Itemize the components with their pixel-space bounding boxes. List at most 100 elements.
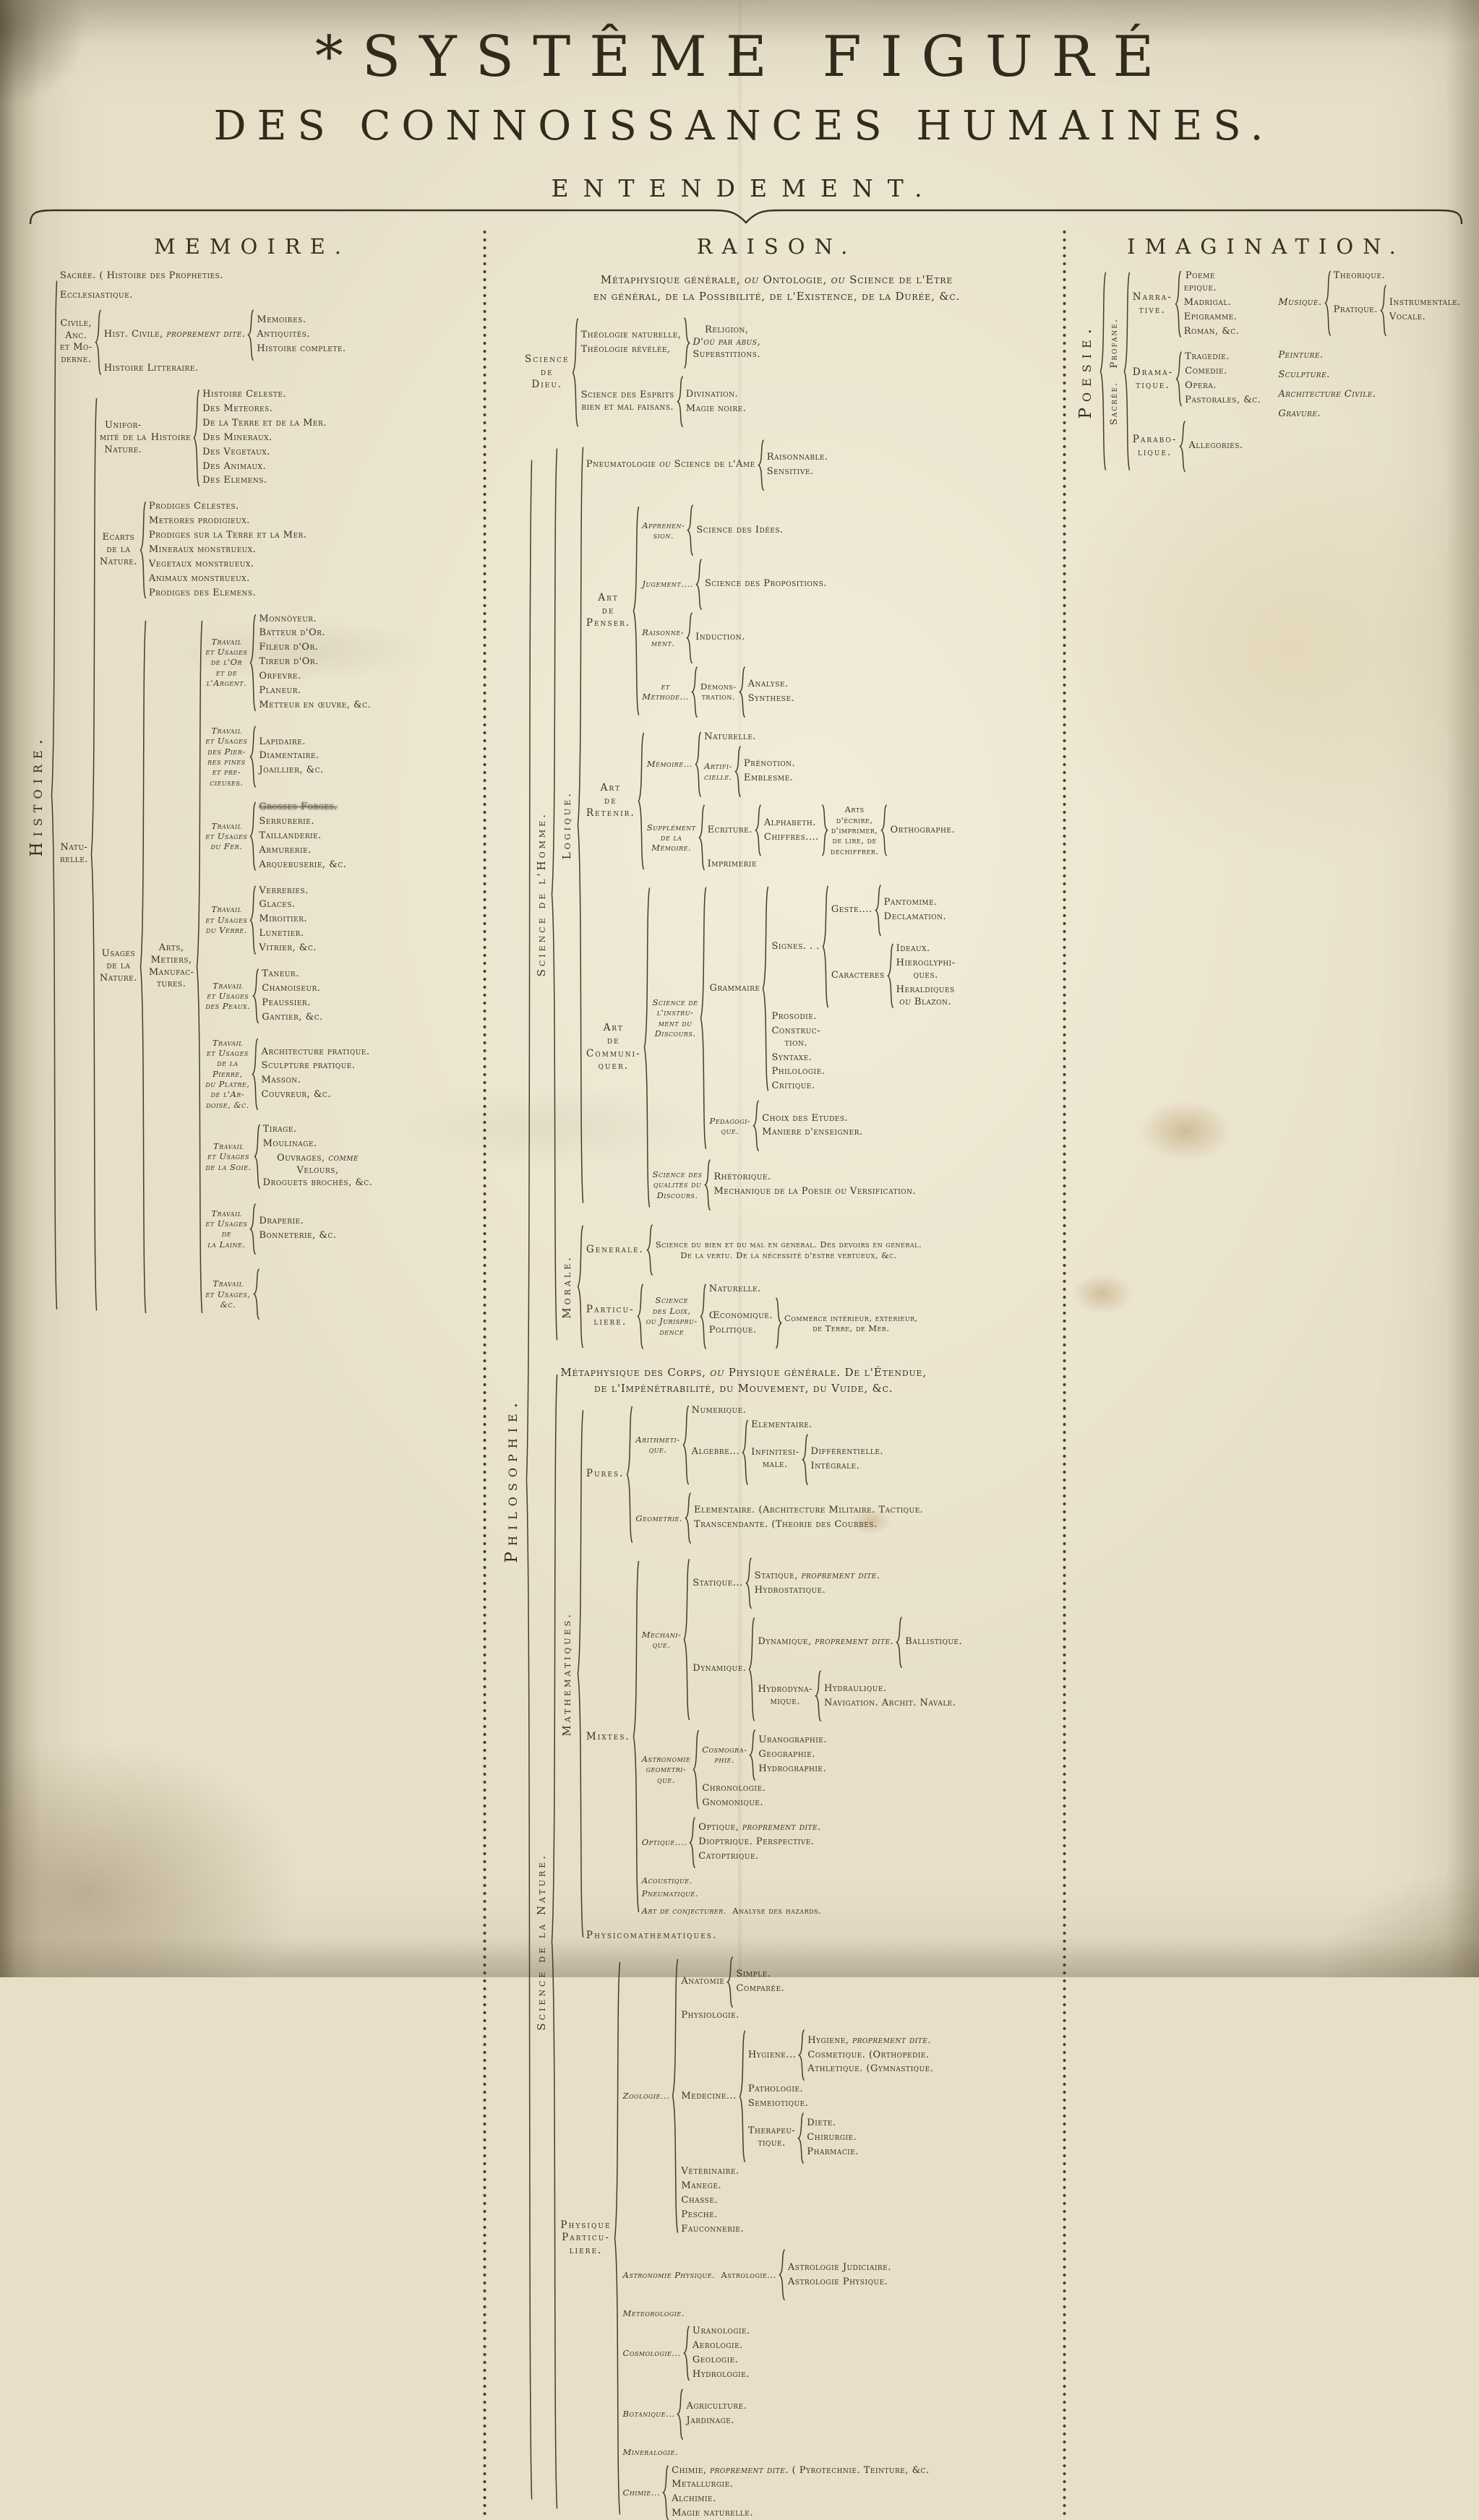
tree-label: Travail et Usages, &c.: [205, 1278, 251, 1310]
tree-node: Declamation.: [882, 911, 949, 924]
tree-label: Sensitive.: [766, 466, 814, 478]
tree-node: Chimie, proprement dite. ( Pyrotechnie. …: [669, 2465, 932, 2477]
tree-label: Tireur d'Or.: [259, 656, 319, 668]
tree-label: Science des Esprits bien et mal faisans.: [580, 390, 674, 413]
tree-node: Philologie.: [769, 1066, 957, 1078]
tree-node: Pharmacie.: [805, 2146, 861, 2159]
tree-node: Pastorales, &c.: [1183, 395, 1263, 407]
tree-node: Peinture.: [1276, 350, 1462, 362]
tree-node: Infinitesi- male.Différentielle.Intégral…: [749, 1434, 886, 1485]
tree-node: Geologie.: [690, 2355, 753, 2367]
tree-node: Navigation. Archit. Navale.: [822, 1698, 958, 1710]
tree-label: Statique, proprement dite.: [754, 1570, 880, 1581]
tree-node: Science des qualités du Discours.Rhétori…: [651, 1159, 958, 1210]
tree-label: Medecine...: [681, 2090, 737, 2102]
tree-label: Aerologie.: [692, 2340, 743, 2352]
tree-label: Hydrographie.: [758, 1763, 827, 1774]
opening-brace: [698, 804, 706, 871]
tree-branch-group: Verreries.Glaces.Miroitier.Lunetier.Vitr…: [257, 885, 318, 955]
tree-label: Artifi- cielle.: [704, 761, 732, 782]
tree-label: Travail et Usages de l'Or et de l'Argent…: [205, 636, 248, 689]
tree-label: Allegories.: [1188, 440, 1243, 452]
tree-node: Couvreur, &c.: [259, 1089, 372, 1101]
imagination-column: IMAGINATION. Poesie.Sacrée. Profane.Narr…: [1069, 228, 1463, 2520]
tree-label: Science des Propositions.: [704, 577, 827, 589]
tree-node: Science de l'instru- ment du Discours.Gr…: [651, 885, 958, 1152]
tree-node: Divination.: [684, 389, 749, 401]
tree-node: Parabo- lique.Allegories.: [1131, 421, 1264, 472]
tree-label: Heraldiques ou Blazon.: [896, 984, 955, 1008]
tree-branch-group: Induction.: [693, 632, 747, 644]
opening-brace: [802, 1434, 809, 1485]
tree-label: Elementaire.: [751, 1419, 813, 1430]
tree-node: Pratique.Instrumentale.Vocale.: [1332, 285, 1463, 336]
tree-branch-group: Œconomique.Politique.: [707, 1310, 775, 1337]
tree-branch-group: Hygiene, proprement dite.Cosmetique. (Or…: [805, 2035, 935, 2076]
tree-node: Cosmogra- phie.Uranographie.Geographie.H…: [700, 1729, 829, 1781]
tree-branch-group: Geste....Pantomime.Declamation.Caractere…: [829, 885, 958, 1009]
tree-label: Taneur.: [262, 968, 299, 979]
tree-node: De la Terre et de la Mer.: [200, 418, 329, 430]
opening-brace: [90, 389, 98, 1320]
tree-node: Elementaire. (Architecture Militaire. Ta…: [692, 1505, 925, 1517]
tree-label: Taillanderie.: [259, 830, 322, 841]
tree-node: Ecriture.Alphabeth.Chiffres....Arts d'éc…: [706, 804, 957, 856]
tree-label: Pedagogi- que.: [709, 1115, 751, 1136]
tree-node: Orthographe.: [888, 825, 957, 837]
tree-node: Histoire complete.: [254, 343, 348, 356]
tree-label: Antiquités.: [257, 329, 310, 340]
tree-label: Planeur.: [259, 685, 301, 697]
tree-label: Animaux monstrueux.: [148, 572, 250, 584]
tree-label: Prodiges Celestes.: [148, 501, 239, 512]
tree-label: Œconomique.: [708, 1310, 773, 1321]
opening-brace: [700, 885, 707, 1152]
tree-label: Athletique. (Gymnastique.: [807, 2063, 934, 2075]
tree-node: Taneur.: [260, 968, 325, 981]
tree-node: Mechanique de la Poesie ou Versification…: [711, 1186, 918, 1198]
opening-brace: [1380, 285, 1387, 336]
tree-branch-group: Signes. . .Geste....Pantomime.Declamatio…: [769, 885, 957, 1093]
tree-label: Geometrie.: [635, 1513, 683, 1523]
tree-node: Œconomique.: [707, 1310, 775, 1323]
tree-node: Pathologie.: [746, 2083, 935, 2096]
opening-brace: [689, 1817, 696, 1868]
morale-branch: Morale.Generale.Science du bien et du ma…: [558, 1224, 957, 1349]
entendement-heading: ENTENDEMENT.: [551, 174, 937, 202]
tree-node: Prodiges sur la Terre et la Mer.: [147, 530, 309, 542]
opening-brace: [249, 1203, 257, 1255]
tree-label: Arquebuserie, &c.: [259, 859, 347, 870]
tree-label: Art de Retenir.: [586, 782, 635, 820]
tree-node: Pesche.: [679, 2209, 935, 2222]
tree-node: Histoire Celeste.: [200, 389, 329, 401]
opening-brace: [734, 746, 742, 797]
opening-brace: [638, 731, 645, 871]
tree-node: Monnôyeur.: [257, 614, 373, 626]
tree-label: Histoire complete.: [257, 343, 346, 354]
tree-node: Hydrographie.: [756, 1763, 829, 1776]
tree-node: Statique, proprement dite.: [753, 1570, 883, 1583]
tree-label: Cosmetique. (Orthopedie.: [807, 2049, 930, 2060]
tree-label: Différentielle.: [810, 1445, 884, 1457]
tree-node: Alphabeth.: [762, 817, 821, 830]
tree-label: Architecture Civile.: [1278, 389, 1376, 400]
tree-node: Batteur d'Or.: [257, 627, 373, 640]
tree-branch-group: Pures.Arithmeti- que.Numerique.Algebre..…: [584, 1405, 964, 1943]
tree-branch-group: Optique, proprement dite.Dioptrique. Per…: [696, 1822, 823, 1863]
tree-label: Analyse.: [747, 678, 789, 689]
tree-label: Science des Loix, ou Jurispru- dence: [646, 1295, 698, 1337]
opening-brace: [662, 2465, 669, 2520]
opening-brace: [140, 614, 147, 1320]
tree-node: Elementaire.: [749, 1419, 886, 1432]
tree-branch-group: Ecriture.Alphabeth.Chiffres....Arts d'éc…: [706, 804, 957, 871]
tree-node: Catoptrique.: [696, 1851, 823, 1863]
tree-node: Gnomonique.: [700, 1797, 829, 1810]
tree-label: Vocale.: [1389, 311, 1426, 323]
tree-node: Ideaux.: [894, 943, 958, 955]
tree-branch-group: Pantomime.Declamation.: [882, 897, 949, 924]
closing-brace: [775, 1297, 782, 1349]
tree-label: De la Terre et de la Mer.: [202, 417, 327, 429]
tree-label: Induction.: [695, 632, 745, 643]
tree-node: Gravure.: [1276, 408, 1462, 421]
tree-node: Ecarts de la Nature.Prodiges Celestes.Me…: [98, 501, 375, 599]
